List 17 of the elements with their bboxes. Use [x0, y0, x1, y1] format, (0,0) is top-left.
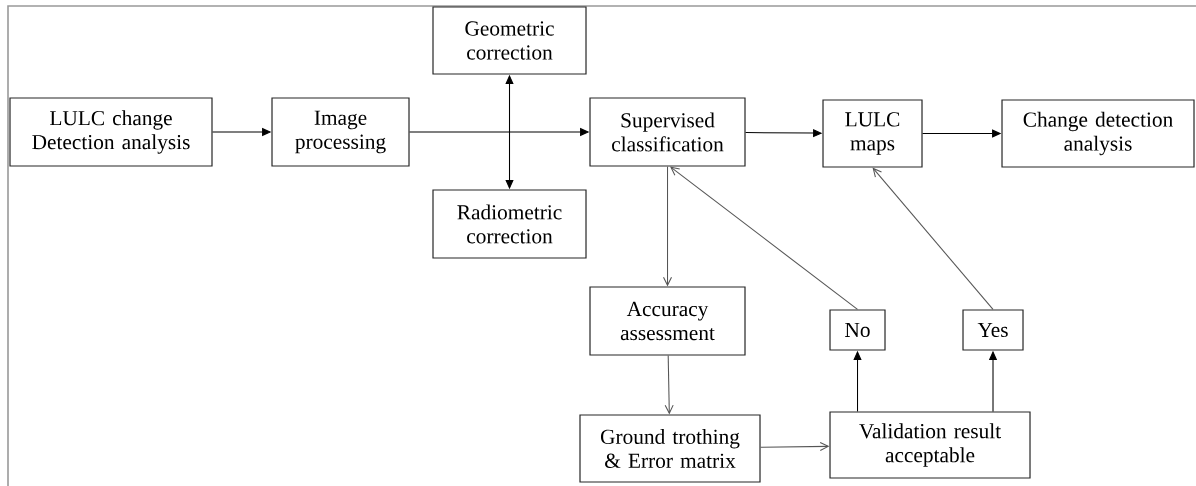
process-box: Ground trothing & Error matrix — [579, 414, 761, 483]
arrow — [872, 167, 994, 310]
process-box: Accuracy assessment — [589, 286, 746, 356]
arrow — [670, 166, 859, 310]
arrow — [662, 166, 673, 287]
process-box: Supervised classification — [589, 97, 746, 167]
process-box: No — [829, 309, 886, 351]
process-box: Image processing — [271, 97, 410, 167]
process-box: LULC maps — [822, 99, 923, 168]
process-box: Validation result acceptable — [829, 411, 1031, 479]
process-box: LULC change Detection analysis — [9, 97, 213, 167]
process-box: Radiometric correction — [432, 189, 587, 259]
arrow — [760, 441, 830, 451]
process-box: Change detection analysis — [1001, 99, 1195, 168]
process-box: Geometric correction — [432, 6, 587, 75]
process-box: Yes — [962, 309, 1024, 351]
arrow — [664, 355, 674, 415]
